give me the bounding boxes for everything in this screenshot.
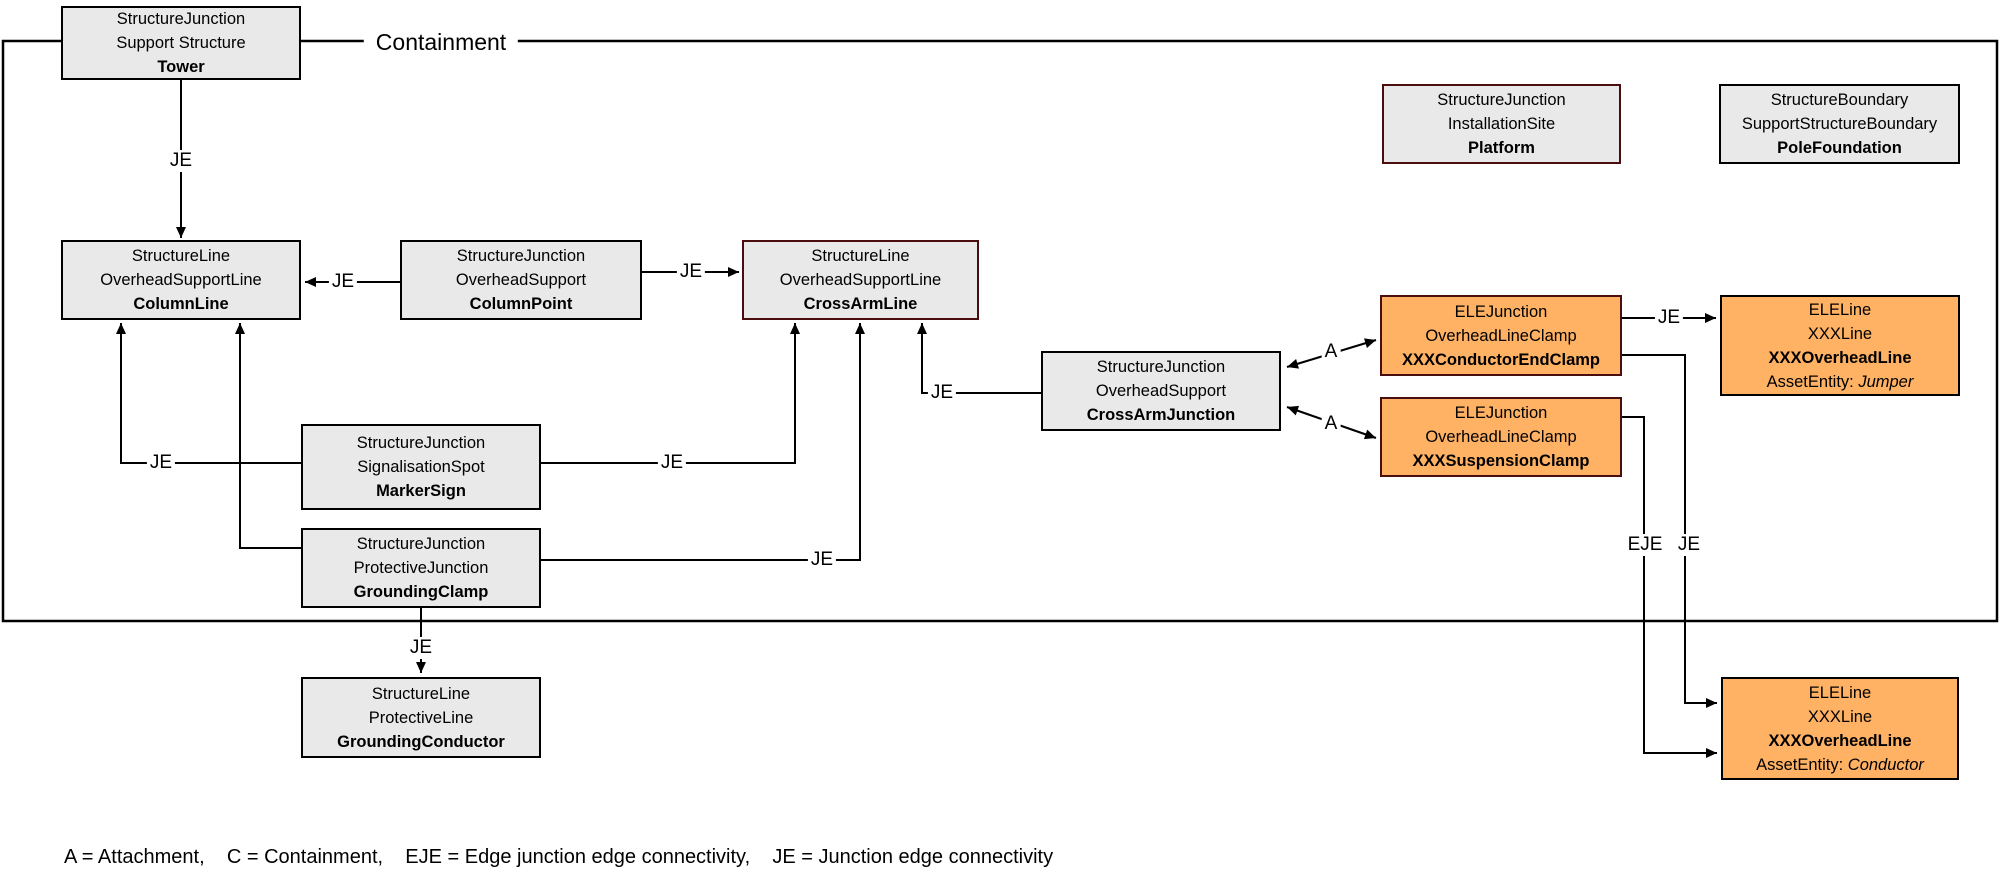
edge-label-endclamp-conductorline: JE — [1674, 534, 1704, 556]
node-crossarmjunction-subclass: OverheadSupport — [1095, 382, 1227, 400]
node-suspensionclamp-subclass: OverheadLineClamp — [1425, 428, 1577, 446]
node-polefoundation-class: StructureBoundary — [1770, 91, 1909, 109]
node-polefoundation-name: PoleFoundation — [1777, 139, 1902, 157]
edge-label-attachment-suspensionclamp: A — [1321, 413, 1341, 435]
node-overheadline-jumper-name: XXXOverheadLine — [1768, 348, 1912, 367]
node-overheadline-jumper-class: ELELine — [1808, 300, 1872, 319]
edge-label-groundingclamp-groundingconductor: JE — [406, 637, 436, 659]
edge-markersign-crossarmline — [541, 323, 800, 464]
node-overheadline-conductor-asset: AssetEntity: Conductor — [1756, 755, 1924, 774]
node-groundingconductor: StructureLine ProtectiveLine GroundingCo… — [301, 677, 541, 758]
edge-label-crossarmjunction-crossarmline: JE — [927, 382, 957, 404]
node-overheadline-conductor-class: ELELine — [1808, 683, 1872, 702]
node-overheadline-conductor-subclass: XXXLine — [1807, 707, 1873, 726]
node-tower-name: Tower — [157, 58, 205, 76]
node-groundingconductor-class: StructureLine — [371, 684, 471, 703]
node-groundingclamp-subclass: ProtectiveJunction — [353, 559, 489, 577]
node-crossarmline-subclass: OverheadSupportLine — [779, 271, 942, 289]
node-groundingconductor-subclass: ProtectiveLine — [368, 708, 474, 727]
node-markersign: StructureJunction SignalisationSpot Mark… — [301, 424, 541, 510]
node-markersign-class: StructureJunction — [356, 434, 486, 452]
edge-label-groundingclamp-crossarmline: JE — [807, 549, 837, 571]
node-conductorendclamp-subclass: OverheadLineClamp — [1425, 326, 1577, 345]
node-conductorendclamp-class: ELEJunction — [1454, 302, 1548, 321]
node-columnline-name: ColumnLine — [133, 295, 229, 313]
node-polefoundation: StructureBoundary SupportStructureBounda… — [1719, 84, 1960, 164]
node-columnline: StructureLine OverheadSupportLine Column… — [61, 240, 301, 320]
edge-conductorendclamp-conductorline — [1622, 354, 1717, 708]
node-markersign-name: MarkerSign — [376, 482, 466, 500]
edge-suspensionclamp-conductorline — [1622, 416, 1717, 758]
node-platform-name: Platform — [1468, 139, 1535, 157]
node-suspensionclamp-class: ELEJunction — [1454, 404, 1548, 422]
edge-label-markersign-columnline: JE — [146, 452, 176, 474]
node-conductorendclamp-name: XXXConductorEndClamp — [1401, 350, 1600, 369]
node-suspensionclamp-name: XXXSuspensionClamp — [1412, 452, 1590, 470]
node-groundingclamp-class: StructureJunction — [356, 535, 486, 553]
edge-label-tower-columnline: JE — [166, 150, 196, 172]
node-crossarmline: StructureLine OverheadSupportLine CrossA… — [742, 240, 979, 320]
node-groundingclamp: StructureJunction ProtectiveJunction Gro… — [301, 528, 541, 608]
node-platform: StructureJunction InstallationSite Platf… — [1382, 84, 1621, 164]
edge-label-columnpoint-columnline: JE — [328, 271, 358, 293]
node-platform-subclass: InstallationSite — [1447, 115, 1556, 133]
node-overheadline-conductor-name: XXXOverheadLine — [1768, 731, 1912, 750]
edge-groundingclamp-crossarmline — [541, 323, 865, 561]
edge-label-attachment-endclamp: A — [1321, 341, 1341, 363]
node-crossarmjunction-name: CrossArmJunction — [1086, 406, 1236, 424]
edge-groundingclamp-columnline — [235, 323, 301, 549]
edge-label-columnpoint-crossarmline: JE — [676, 261, 706, 283]
containment-boundary — [1, 39, 1999, 623]
node-overheadline-jumper-asset: AssetEntity: Jumper — [1766, 372, 1914, 391]
node-columnpoint-subclass: OverheadSupport — [455, 271, 587, 289]
node-tower: StructureJunction Support Structure Towe… — [61, 6, 301, 80]
node-crossarmline-name: CrossArmLine — [803, 295, 918, 313]
edge-markersign-columnline — [116, 323, 301, 464]
node-crossarmjunction-class: StructureJunction — [1096, 358, 1226, 376]
node-overheadline-jumper: ELELine XXXLine XXXOverheadLine AssetEnt… — [1720, 295, 1960, 396]
containment-label: Containment — [363, 29, 519, 55]
node-columnline-subclass: OverheadSupportLine — [100, 271, 262, 289]
edge-crossarmjunction-crossarmline — [917, 323, 1041, 394]
node-groundingconductor-name: GroundingConductor — [337, 732, 505, 751]
node-tower-class: StructureJunction — [116, 10, 246, 28]
node-conductorendclamp: ELEJunction OverheadLineClamp XXXConduct… — [1380, 295, 1622, 376]
node-platform-class: StructureJunction — [1437, 91, 1566, 109]
node-columnline-class: StructureLine — [131, 247, 231, 265]
node-markersign-subclass: SignalisationSpot — [357, 458, 485, 476]
node-suspensionclamp: ELEJunction OverheadLineClamp XXXSuspens… — [1380, 397, 1622, 477]
node-columnpoint: StructureJunction OverheadSupport Column… — [400, 240, 642, 320]
edge-label-endclamp-jumperline: JE — [1654, 307, 1684, 329]
node-crossarmline-class: StructureLine — [811, 247, 910, 265]
legend: A = Attachment, C = Containment, EJE = E… — [64, 846, 1054, 868]
edge-label-markersign-crossarmline: JE — [657, 452, 687, 474]
edge-label-suspensionclamp-conductorline: EJE — [1624, 534, 1666, 556]
node-crossarmjunction: StructureJunction OverheadSupport CrossA… — [1041, 351, 1281, 431]
node-overheadline-jumper-subclass: XXXLine — [1807, 324, 1873, 343]
node-tower-subclass: Support Structure — [116, 34, 246, 52]
node-polefoundation-subclass: SupportStructureBoundary — [1741, 115, 1938, 133]
node-columnpoint-class: StructureJunction — [456, 247, 586, 265]
node-groundingclamp-name: GroundingClamp — [353, 583, 489, 601]
node-columnpoint-name: ColumnPoint — [469, 295, 573, 313]
node-overheadline-conductor: ELELine XXXLine XXXOverheadLine AssetEnt… — [1721, 677, 1959, 780]
